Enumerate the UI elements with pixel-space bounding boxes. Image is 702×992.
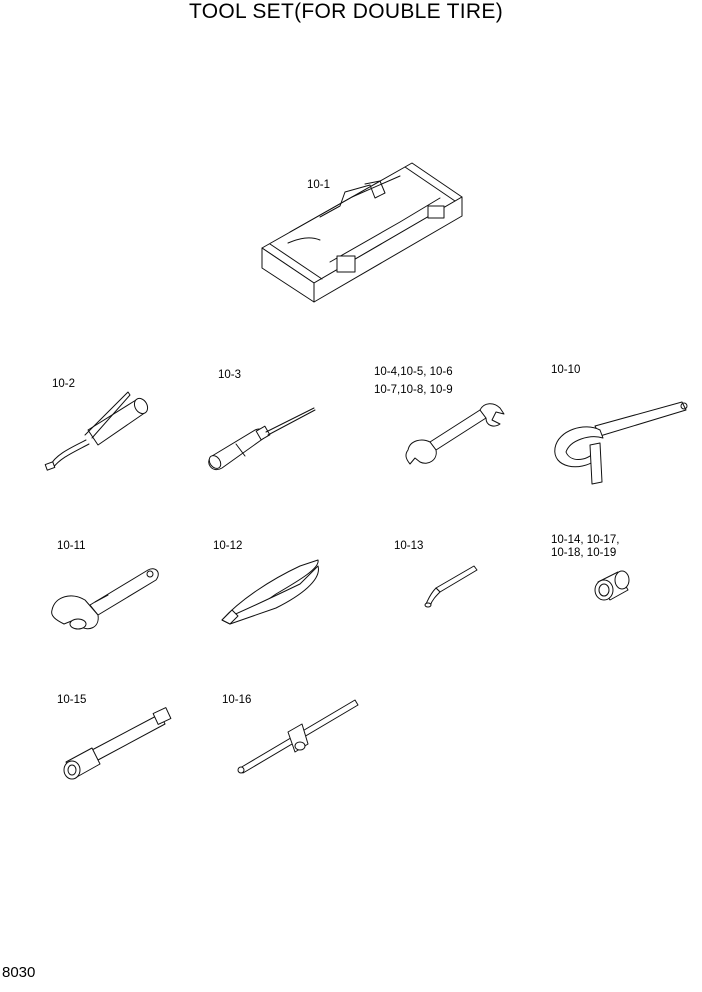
grease-gun-label: 10-2 [52,378,76,390]
socket-label-line1: 10-14, 10-17, [551,534,620,546]
bar-label: 10-13 [394,540,424,552]
adjustable-wrench-label: 10-11 [57,540,86,552]
t-handle-label: 10-16 [222,694,252,706]
adjustable-wrench-icon [51,568,159,630]
extension-bar-icon [63,707,172,780]
screwdriver-icon [208,407,316,470]
page-number: 8030 [2,964,36,981]
t-handle-icon [237,699,359,774]
wrench-label-line1: 10-4,10-5, 10-6 [374,366,453,378]
page-title: TOOL SET(FOR DOUBLE TIRE) [189,0,503,23]
socket-icon [594,570,630,601]
toolbox-label: 10-1 [307,179,331,191]
wrench-icon [405,403,505,465]
extension-bar-label: 10-15 [57,694,87,706]
toolbox-icon [261,162,463,303]
filter-wrench-label: 10-10 [551,364,581,376]
screwdriver-label: 10-3 [218,369,242,381]
pliers-label: 10-12 [213,540,243,552]
wrench-label-line2: 10-7,10-8, 10-9 [374,384,453,396]
socket-label-line2: 10-18, 10-19 [551,547,617,559]
grease-gun-icon [44,391,149,471]
pliers-icon [221,559,319,625]
bar-icon [424,565,478,608]
filter-wrench-icon [554,401,688,485]
